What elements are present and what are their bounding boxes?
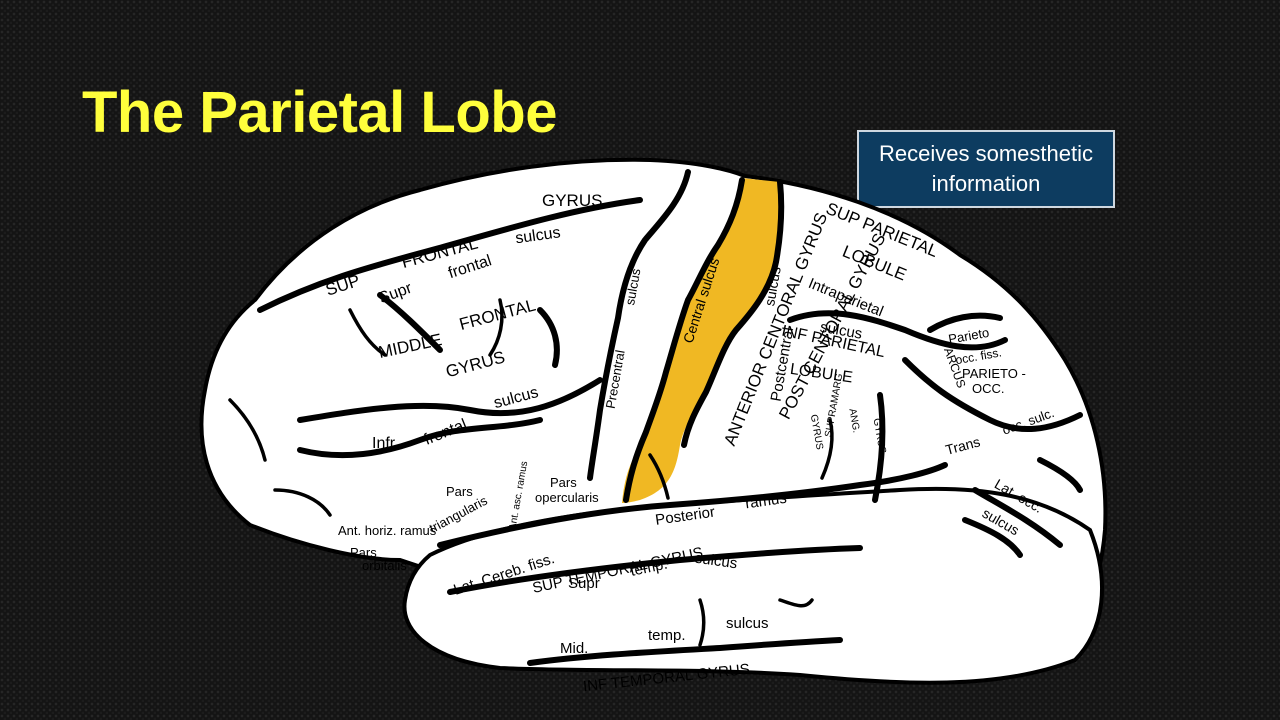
label-temp2: temp.	[648, 627, 686, 644]
minor-fissures	[228, 298, 834, 647]
label-pars-orb-2: orbitalis	[362, 558, 407, 573]
label-supr-temp: Supr	[568, 575, 600, 592]
label-pars-op-2: opercularis	[535, 490, 599, 505]
label-gyrus-top: GYRUS	[542, 191, 602, 210]
label-ant-horiz: Ant. horiz. ramus	[338, 523, 437, 538]
callout-text: Receives somesthetic information	[879, 141, 1093, 196]
label-ramus: ramus	[744, 490, 788, 513]
label-parieto: Parieto	[947, 325, 990, 347]
label-sulcus-mid-temp: sulcus	[726, 615, 769, 632]
label-infr: Infr	[372, 435, 396, 452]
label-sulcus-vert: sulcus	[622, 267, 643, 306]
postcentral-gyrus-highlight	[622, 178, 781, 503]
label-pars-op-1: Pars	[550, 475, 577, 490]
sulci-lines	[257, 169, 1083, 666]
label-temp-sulcus: sulcus	[694, 550, 738, 573]
label-pars-tri-1: Pars	[446, 484, 473, 499]
label-parieto-occ-1: PARIETO -	[962, 366, 1026, 381]
slide-title: The Parietal Lobe	[82, 80, 557, 145]
label-sulcus-top: sulcus	[514, 224, 561, 247]
label-pars-orb-1: Pars	[350, 545, 377, 560]
label-parieto-occ-2: OCC.	[972, 381, 1005, 396]
callout-box: Receives somesthetic information	[857, 130, 1115, 208]
label-ang: ANG.	[846, 408, 861, 434]
label-sulcus-post: sulcus	[761, 265, 784, 307]
label-mid: Mid.	[560, 640, 588, 657]
